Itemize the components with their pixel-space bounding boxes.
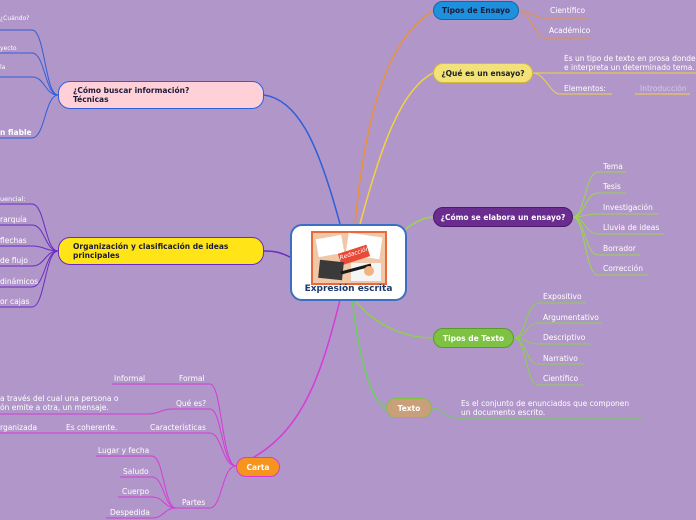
leaf-tesis[interactable]: Tesis xyxy=(603,182,621,191)
leaf-descriptivo[interactable]: Descriptivo xyxy=(543,333,586,342)
node-organizacion-ideas[interactable]: Organización y clasificación de ideas pr… xyxy=(58,237,264,265)
leaf-investigacion[interactable]: Investigación xyxy=(603,203,653,212)
texto-definition-line2[interactable]: un documento escrito. xyxy=(461,408,546,417)
carta-partes[interactable]: Partes xyxy=(182,498,206,507)
node-buscar-informacion[interactable]: ¿Cómo buscar información? Técnicas xyxy=(58,81,264,109)
carta-cuerpo[interactable]: Cuerpo xyxy=(122,487,150,496)
leaf-secuencial[interactable]: uencial: xyxy=(0,195,26,203)
carta-informal[interactable]: Informal xyxy=(114,374,146,383)
node-label-line1: ¿Cómo buscar información? xyxy=(73,86,190,95)
node-label: Texto xyxy=(397,403,421,413)
node-label: ¿Cómo se elabora un ensayo? xyxy=(440,212,566,222)
leaf-tipo-ensayo-1[interactable]: Académico xyxy=(549,26,591,35)
leaf-cajas[interactable]: or cajas xyxy=(0,297,30,306)
carta-que-es[interactable]: Qué es? xyxy=(176,399,207,408)
central-title: Expresión escrita xyxy=(304,284,393,294)
carta-caracteristicas[interactable]: Características xyxy=(150,423,206,432)
ensayo-definition-line2[interactable]: e interpreta un determinado tema. xyxy=(564,63,695,72)
node-texto[interactable]: Texto xyxy=(386,398,432,418)
leaf-flujo[interactable]: de flujo xyxy=(0,256,28,265)
node-label: Carta xyxy=(246,462,270,472)
leaf-flechas[interactable]: flechas xyxy=(0,236,27,245)
leaf-fiable[interactable]: n fiable xyxy=(0,128,32,137)
central-topic[interactable]: Redacción Expresión escrita xyxy=(290,224,407,301)
leaf-introduccion[interactable]: Introducción xyxy=(640,84,687,93)
carta-lugar-fecha[interactable]: Lugar y fecha xyxy=(98,446,150,455)
carta-coherente[interactable]: Es coherente. xyxy=(66,423,118,432)
carta-definition-line1[interactable]: a través del cual una persona o xyxy=(0,394,119,403)
texto-definition-line1[interactable]: Es el conjunto de enunciados que compone… xyxy=(461,399,630,408)
leaf-expositivo[interactable]: Expositivo xyxy=(543,292,582,301)
ensayo-definition-line1[interactable]: Es un tipo de texto en prosa donde xyxy=(564,54,696,63)
node-como-elabora[interactable]: ¿Cómo se elabora un ensayo? xyxy=(433,207,573,227)
carta-definition-line2[interactable]: ón emite a otra, un mensaje. xyxy=(0,403,109,412)
carta-organizada[interactable]: rganizada xyxy=(0,423,38,432)
leaf-cuando[interactable]: ¿Cuándo? xyxy=(0,15,30,22)
node-label: ¿Qué es un ensayo? xyxy=(441,68,525,78)
leaf-narrativo[interactable]: Narrativo xyxy=(543,354,578,363)
node-label: Tipos de Texto xyxy=(442,333,505,343)
node-label-line2: Técnicas xyxy=(73,95,109,104)
writing-illustration-icon xyxy=(311,231,387,285)
leaf-proyecto[interactable]: yecto xyxy=(0,45,17,52)
leaf-cientifico[interactable]: Científico xyxy=(543,374,579,383)
leaf-dinamicos[interactable]: dinámicos xyxy=(0,277,39,286)
node-que-es-ensayo[interactable]: ¿Qué es un ensayo? xyxy=(433,63,533,83)
leaf-tema[interactable]: Tema xyxy=(603,162,623,171)
leaf-argumentativo[interactable]: Argumentativo xyxy=(543,313,599,322)
node-label-line2: principales xyxy=(73,251,120,260)
leaf-correccion[interactable]: Corrección xyxy=(603,264,643,273)
leaf-tipo-ensayo-0[interactable]: Científico xyxy=(550,6,586,15)
leaf-elementos[interactable]: Elementos: xyxy=(564,84,607,93)
leaf-jerarquia[interactable]: rarquía xyxy=(0,215,27,224)
leaf-borrador[interactable]: Borrador xyxy=(603,244,636,253)
node-label: Tipos de Ensayo xyxy=(441,6,511,15)
carta-saludo[interactable]: Saludo xyxy=(123,467,149,476)
carta-formal[interactable]: Formal xyxy=(179,374,205,383)
node-tipos-ensayo[interactable]: Tipos de Ensayo xyxy=(433,1,519,20)
node-carta[interactable]: Carta xyxy=(236,457,280,477)
node-tipos-texto[interactable]: Tipos de Texto xyxy=(433,328,514,348)
carta-despedida[interactable]: Despedida xyxy=(110,508,150,517)
leaf-lluvia-ideas[interactable]: Lluvia de ideas xyxy=(603,223,660,232)
node-label-line1: Organización y clasificación de ideas xyxy=(73,242,229,251)
leaf-la[interactable]: la xyxy=(0,64,6,71)
